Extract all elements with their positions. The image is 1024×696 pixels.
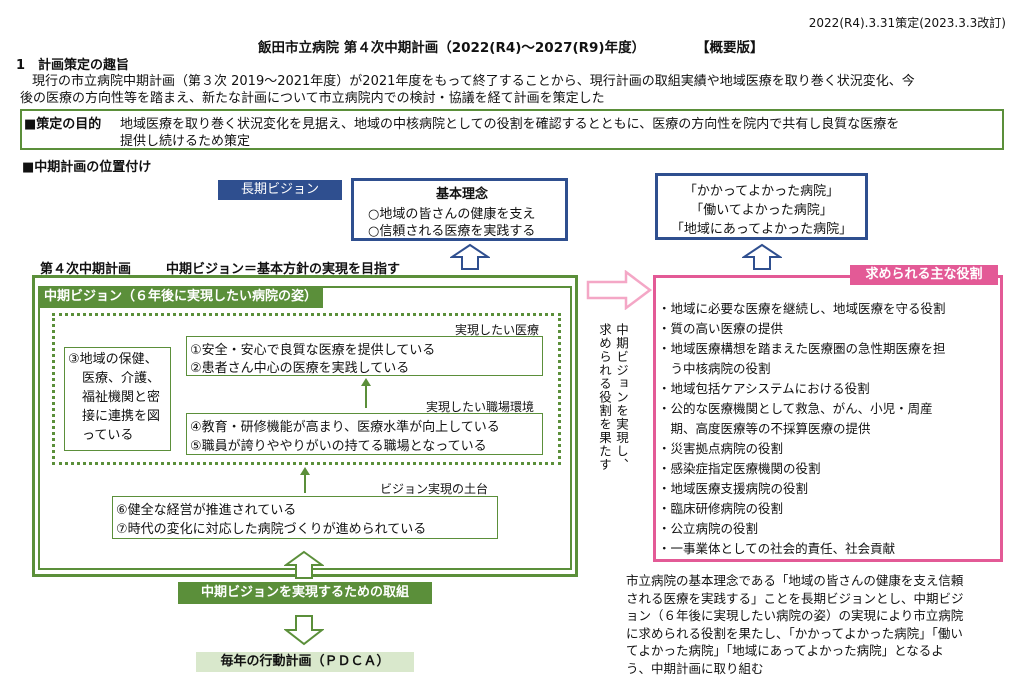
list-item: ・一事業体としての社会的責任、社会貢献	[658, 541, 896, 556]
up-arrow-icon	[284, 550, 324, 579]
page-title: 飯田市立病院 第４次中期計画（2022(R4)～2027(R9)年度）	[258, 40, 646, 56]
basic-principle-line2: ○信頼される医療を実践する	[368, 224, 536, 239]
goal-6: ⑥健全な経営が推進されている	[116, 503, 297, 518]
list-item: 期、高度医療等の不採算医療の提供	[658, 421, 871, 436]
goal-2: ②患者さん中心の医療を実践している	[190, 361, 410, 376]
mid-vision-title: 中期ビジョン（６年後に実現したい病院の姿）	[38, 286, 324, 308]
list-item: う中核病院の役割	[658, 361, 771, 376]
middle-note: 中期ビジョンを実現し、 求められる役割を果たす	[596, 323, 630, 523]
list-item: ・臨床研修病院の役割	[658, 501, 784, 516]
tag-foundation: ビジョン実現の土台	[380, 482, 489, 496]
list-item: ・感染症指定医療機関の役割	[658, 461, 821, 476]
basic-principle-title: 基本理念	[436, 187, 489, 202]
down-arrow-icon	[284, 615, 324, 646]
foundation-goals-box	[112, 496, 498, 539]
plan4-subtitle: 中期ビジョン＝基本方針の実現を目指す	[166, 262, 401, 277]
list-item: ・地域医療構想を踏まえた医療圏の急性期医療を担	[658, 341, 946, 356]
section1-text-line1: 現行の市立病院中期計画（第３次 2019～2021年度）が2021年度をもって終…	[32, 74, 915, 89]
up-arrow-icon	[742, 243, 782, 270]
basic-principle-line1: ○地域の皆さんの健康を支え	[368, 207, 536, 222]
positioning-heading: ■中期計画の位置付け	[22, 160, 152, 175]
roles-title: 求められる主な役割	[850, 265, 998, 285]
summary-text: 市立病院の基本理念である「地域の皆さんの健康を支え信頼 される医療を実践する」こ…	[626, 573, 964, 676]
workplace-goals-box	[186, 413, 543, 455]
long-vision-label: 長期ビジョン	[218, 180, 342, 200]
list-item: ・地域包括ケアシステムにおける役割	[658, 381, 870, 396]
goal-7: ⑦時代の変化に対応した病院づくりが進められている	[116, 522, 427, 537]
goal-3-box	[64, 347, 171, 451]
tag-medical: 実現したい医療	[455, 323, 540, 337]
plan4-label: 第４次中期計画	[40, 262, 132, 277]
section1-text-line2: 後の医療の方向性等を踏まえ、新たな計画について市立病院内での検討・協議を経て計画…	[20, 91, 605, 106]
slogan-3: 「地域にあってよかった病院」	[670, 222, 853, 237]
basic-principle-box	[351, 178, 568, 241]
list-item: ・地域医療支援病院の役割	[658, 481, 809, 496]
list-item: ・災害拠点病院の役割	[658, 441, 784, 456]
middle-note-col1: 中期ビジョンを実現し、	[614, 323, 629, 472]
purpose-box	[20, 109, 1004, 150]
goal-5: ⑤職員が誇りややりがいの持てる職場となっている	[190, 439, 487, 454]
version-tag: 【概要版】	[696, 40, 764, 56]
date-note: 2022(R4).3.31策定(2023.3.3改訂)	[808, 16, 1006, 30]
list-item: ・地域に必要な医療を継続し、地域医療を守る役割	[658, 301, 946, 316]
right-arrow-icon	[586, 270, 652, 310]
realized-vision-dotted-box	[52, 313, 561, 465]
up-arrow-icon	[450, 243, 490, 270]
section1-heading: 1 計画策定の趣旨	[16, 58, 130, 73]
slogans-box	[655, 173, 868, 240]
goal-4: ④教育・研修機能が高まり、医療水準が向上している	[190, 420, 500, 435]
list-item: ・質の高い医療の提供	[658, 321, 784, 336]
arrow-up-icon	[300, 467, 310, 493]
purpose-label: ■策定の目的	[24, 117, 102, 132]
roles-box	[653, 275, 1003, 562]
initiatives-label: 中期ビジョンを実現するための取組	[178, 582, 432, 604]
arrow-up-icon	[361, 378, 371, 408]
action-plan-label: 毎年の行動計画（ＰＤＣＡ）	[196, 652, 414, 672]
goal-1: ①安全・安心で良質な医療を提供している	[190, 343, 436, 358]
goal-3: ③地域の保健、 医療、介護、 福祉機関と密 接に連携を図 っている	[68, 352, 161, 443]
medical-goals-box	[186, 336, 543, 376]
slogan-1: 「かかってよかった病院」	[683, 184, 840, 199]
purpose-text-line2: 提供し続けるため策定	[120, 134, 251, 149]
tag-workplace: 実現したい職場環境	[426, 400, 535, 414]
purpose-text-line1: 地域医療を取り巻く状況変化を見据え、地域の中核病院としての役割を確認するとともに…	[120, 117, 900, 132]
list-item: ・公立病院の役割	[658, 521, 759, 536]
slogan-2: 「働いてよかった病院」	[690, 203, 833, 218]
middle-note-col2: 求められる役割を果たす	[597, 323, 612, 472]
list-item: ・公的な医療機関として救急、がん、小児・周産	[658, 401, 933, 416]
